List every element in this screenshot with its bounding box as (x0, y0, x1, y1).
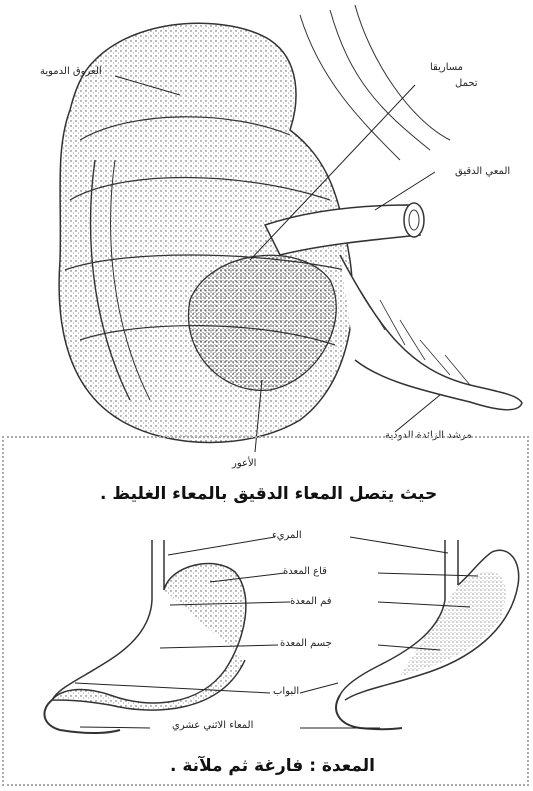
label-pylorus: البواب (273, 686, 299, 697)
stomach-full-esophagus (152, 540, 164, 600)
label-fundus: قاع المعدة (283, 566, 327, 577)
label-duodenum: المعاء الاثني عشري (172, 720, 253, 731)
label-esophagus: المريء (272, 530, 302, 541)
stomach-full-outline (52, 564, 246, 711)
label-body: جسم المعدة (280, 638, 332, 649)
label-cardia: فم المعدة (290, 596, 332, 607)
caption-bottom: المعدة : فارغة ثم ملآنة . (170, 756, 375, 776)
